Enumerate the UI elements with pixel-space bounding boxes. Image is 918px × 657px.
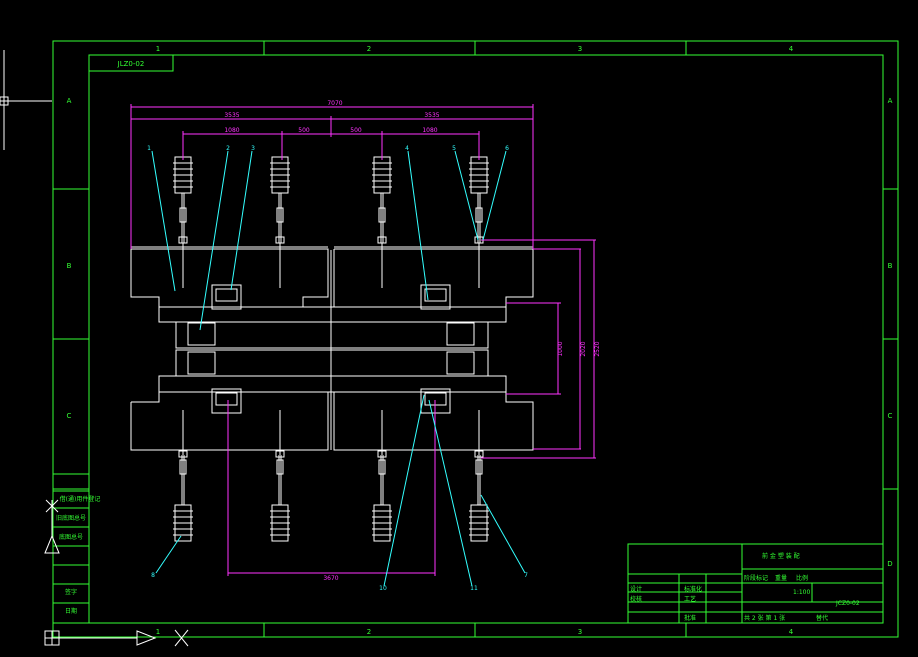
col-label-bottom-1: 1 bbox=[156, 628, 160, 636]
leader-bottom-11: 11 bbox=[470, 585, 478, 592]
frame-row-labels: A B C A B C D bbox=[67, 97, 893, 568]
machine-unit bbox=[173, 410, 193, 542]
leader-top-6: 6 bbox=[505, 145, 509, 152]
leader-labels: 1 2 3 4 5 6 8 10 11 7 bbox=[147, 145, 528, 592]
dim-right-inner: 500 bbox=[350, 127, 362, 134]
leader-bottom-7: 7 bbox=[524, 572, 528, 579]
machine-unit bbox=[270, 156, 290, 288]
title-block-name: 前 金 塑 装 配 bbox=[762, 552, 800, 560]
machine-unit bbox=[469, 410, 489, 542]
leader-top-5: 5 bbox=[452, 145, 456, 152]
machine-unit bbox=[372, 410, 392, 542]
dim-left-half: 3535 bbox=[224, 112, 239, 119]
left-row-3: 底图总号 bbox=[59, 533, 83, 541]
title-block-process: 工艺 bbox=[684, 595, 696, 603]
leader-lines bbox=[151, 150, 526, 587]
left-side-table bbox=[52, 473, 90, 624]
machine-unit bbox=[372, 156, 392, 288]
crosshair-cursor-icon bbox=[0, 50, 52, 150]
row-label-left-b: B bbox=[67, 262, 72, 270]
ucs-icon bbox=[44, 499, 189, 647]
machine-unit bbox=[173, 156, 193, 288]
dim-left-inner: 500 bbox=[298, 127, 310, 134]
dim-right-outer: 1080 bbox=[422, 127, 437, 134]
row-label-left-c: C bbox=[67, 412, 72, 420]
row-label-right-c: C bbox=[888, 412, 893, 420]
leader-top-3: 3 bbox=[251, 145, 255, 152]
col-label-bottom-2: 2 bbox=[367, 628, 371, 636]
left-row-4: 签字 bbox=[65, 588, 77, 596]
leader-top-4: 4 bbox=[405, 145, 409, 152]
col-label-top-3: 3 bbox=[578, 45, 582, 53]
left-row-5: 日期 bbox=[65, 607, 77, 615]
equipment-outline bbox=[130, 246, 534, 451]
dim-overall: 7070 bbox=[327, 100, 342, 107]
dim-vertical-outer: 2520 bbox=[594, 341, 601, 356]
title-block-sheet-note: 替代 bbox=[816, 614, 828, 622]
dimension-labels: 7070 3535 3535 1080 500 500 1080 3670 10… bbox=[224, 100, 601, 582]
title-block bbox=[627, 543, 884, 624]
col-label-bottom-3: 3 bbox=[578, 628, 582, 636]
left-side-table-labels: 借(通)用件登记 旧底图总号 底图总号 签字 日期 bbox=[56, 495, 100, 615]
leader-bottom-10: 10 bbox=[379, 585, 387, 592]
col-label-top-4: 4 bbox=[789, 45, 794, 53]
col-label-top-1: 1 bbox=[156, 45, 160, 53]
leader-top-2: 2 bbox=[226, 145, 230, 152]
title-block-design: 设计 bbox=[630, 585, 642, 593]
title-block-scale: 1:100 bbox=[793, 589, 810, 596]
row-label-right-b: B bbox=[888, 262, 893, 270]
leader-bottom-8: 8 bbox=[151, 572, 155, 579]
title-block-stage: 阶段标记 bbox=[744, 574, 768, 582]
machine-unit bbox=[469, 156, 489, 288]
title-block-weight: 重量 bbox=[775, 574, 787, 582]
left-row-2: 旧底图总号 bbox=[56, 514, 86, 522]
dim-bottom: 3670 bbox=[323, 575, 338, 582]
drawing-frame bbox=[52, 40, 899, 638]
col-label-bottom-4: 4 bbox=[789, 628, 794, 636]
left-row-1: 借(通)用件登记 bbox=[60, 495, 101, 503]
title-block-standard: 标准化 bbox=[684, 585, 702, 593]
dim-right-half: 3535 bbox=[424, 112, 439, 119]
machine-units bbox=[173, 156, 489, 542]
frame-stamp: JLZ0-02 bbox=[117, 60, 145, 68]
col-label-top-2: 2 bbox=[367, 45, 371, 53]
row-label-right-d: D bbox=[887, 560, 892, 568]
dim-vertical-inner: 1000 bbox=[557, 341, 564, 356]
title-block-check: 校核 bbox=[630, 595, 642, 603]
title-block-sheet: 共 2 张 第 1 张 bbox=[744, 614, 785, 622]
title-block-text: 前 金 塑 装 配 JCZ0-02 1:100 阶段标记 重量 比例 设计 校核… bbox=[630, 552, 860, 622]
title-block-drawing-no: JCZ0-02 bbox=[835, 600, 860, 607]
row-label-right-a: A bbox=[888, 97, 893, 105]
dimension-lines bbox=[130, 104, 596, 576]
dim-vertical-mid: 2020 bbox=[580, 341, 587, 356]
machine-unit bbox=[270, 410, 290, 542]
leader-top-1: 1 bbox=[147, 145, 151, 152]
title-block-scale-label: 比例 bbox=[796, 574, 808, 582]
dim-left-outer: 1080 bbox=[224, 127, 239, 134]
frame-column-labels: 1 2 3 4 1 2 3 4 bbox=[156, 45, 794, 636]
row-label-left-a: A bbox=[67, 97, 72, 105]
title-block-approve: 批准 bbox=[684, 614, 696, 622]
